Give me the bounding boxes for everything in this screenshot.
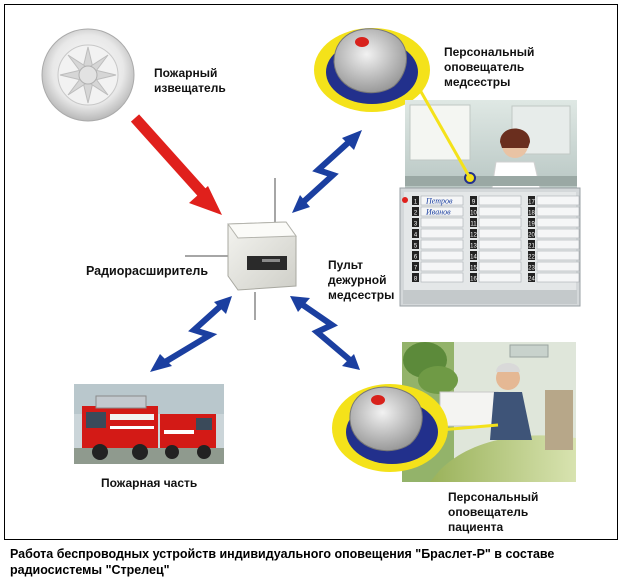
nurse-console-label: Пульт дежурной медсестры xyxy=(328,258,395,302)
panel-number: 8 xyxy=(414,277,418,283)
panel-number-box xyxy=(470,251,477,260)
panel-name-plate xyxy=(478,239,522,250)
panel-number-box xyxy=(412,218,419,227)
panel-name-plate xyxy=(536,239,580,250)
panel-number: 15 xyxy=(470,266,477,272)
panel-name-plate xyxy=(478,206,522,217)
panel-name-plate xyxy=(420,239,464,250)
panel-number-box xyxy=(470,262,477,271)
radio-extender-label: Радиорасширитель xyxy=(86,264,209,278)
radio-link-patient-pager xyxy=(290,296,360,370)
panel-name-plate xyxy=(420,195,464,206)
panel-number-box xyxy=(412,229,419,238)
radio-link-fire-station xyxy=(150,296,232,372)
panel-number: 10 xyxy=(470,211,477,217)
panel-name-plate xyxy=(420,217,464,228)
panel-number: 4 xyxy=(414,233,418,239)
panel-number: 2 xyxy=(414,211,418,217)
panel-number: 12 xyxy=(470,233,477,239)
panel-number-box xyxy=(470,196,477,205)
fire-detector-label: Пожарный извещатель xyxy=(154,66,226,95)
panel-name-plate xyxy=(420,206,464,217)
patient-pager-label: Персональный оповещатель пациента xyxy=(448,490,539,534)
panel-name-plate xyxy=(536,228,580,239)
panel-number: 18 xyxy=(528,211,535,217)
panel-number: 1 xyxy=(414,200,418,206)
panel-number: 22 xyxy=(528,255,535,261)
panel-number: 19 xyxy=(528,222,535,228)
panel-number-box xyxy=(412,196,419,205)
figure-caption: Работа беспроводных устройств индивидуал… xyxy=(10,547,555,577)
panel-number-box xyxy=(470,218,477,227)
panel-number-box xyxy=(528,273,535,282)
panel-number-box xyxy=(470,273,477,282)
panel-number: 17 xyxy=(528,200,535,206)
panel-number-box xyxy=(412,273,419,282)
panel-name-plate xyxy=(536,195,580,206)
alarm-indicator-icon xyxy=(402,197,408,203)
fire-detector-image xyxy=(41,28,135,122)
panel-number: 20 xyxy=(528,233,535,239)
panel-number-box xyxy=(528,218,535,227)
nurse-pager-label: Персональный оповещатель медсестры xyxy=(444,45,535,89)
nurse-pager-image xyxy=(314,28,430,112)
nurse-console-panel: 1 Петров 2 Иванов 3 4 5 6 7 8 9 10 11 12 13 14 15 16 17 18 1… xyxy=(402,195,580,283)
panel-number-box xyxy=(412,262,419,271)
panel-name-plate xyxy=(536,250,580,261)
panel-number-box xyxy=(528,207,535,216)
panel-name-plate xyxy=(536,261,580,272)
panel-patient-name: Иванов xyxy=(425,208,451,217)
panel-number-box xyxy=(470,240,477,249)
panel-name-plate xyxy=(420,272,464,283)
panel-number-box xyxy=(470,229,477,238)
panel-number-box xyxy=(412,207,419,216)
panel-name-plate xyxy=(536,217,580,228)
panel-name-plate xyxy=(420,228,464,239)
panel-number-box xyxy=(528,262,535,271)
panel-name-plate xyxy=(420,250,464,261)
panel-number: 21 xyxy=(528,244,535,250)
fire-signal-arrow xyxy=(130,114,222,215)
panel-number: 23 xyxy=(528,266,535,272)
panel-number: 13 xyxy=(470,244,477,250)
panel-name-plate xyxy=(478,228,522,239)
panel-name-plate xyxy=(536,206,580,217)
panel-number: 3 xyxy=(414,222,418,228)
panel-number-box xyxy=(528,196,535,205)
panel-name-plate xyxy=(420,261,464,272)
panel-number-box xyxy=(412,251,419,260)
panel-number: 16 xyxy=(470,277,477,283)
panel-name-plate xyxy=(478,217,522,228)
panel-number: 9 xyxy=(472,200,476,206)
panel-number-box xyxy=(412,240,419,249)
panel-number-box xyxy=(528,229,535,238)
patient-pager-image xyxy=(332,384,499,472)
fire-station-image xyxy=(74,384,224,464)
panel-number-box xyxy=(528,240,535,249)
panel-name-plate xyxy=(536,272,580,283)
radio-extender-image xyxy=(185,178,297,320)
panel-name-plate xyxy=(478,195,522,206)
radio-link-nurse-pager xyxy=(292,130,362,213)
panel-number-box xyxy=(470,207,477,216)
panel-number: 5 xyxy=(414,244,418,250)
panel-number: 14 xyxy=(470,255,477,261)
fire-station-label: Пожарная часть xyxy=(101,476,198,490)
panel-number: 11 xyxy=(470,222,477,228)
panel-number: 6 xyxy=(414,255,418,261)
panel-number: 24 xyxy=(528,277,535,283)
panel-name-plate xyxy=(478,272,522,283)
panel-name-plate xyxy=(478,250,522,261)
panel-patient-name: Петров xyxy=(425,197,453,206)
panel-number-box xyxy=(528,251,535,260)
panel-number: 7 xyxy=(414,266,418,272)
panel-name-plate xyxy=(478,261,522,272)
